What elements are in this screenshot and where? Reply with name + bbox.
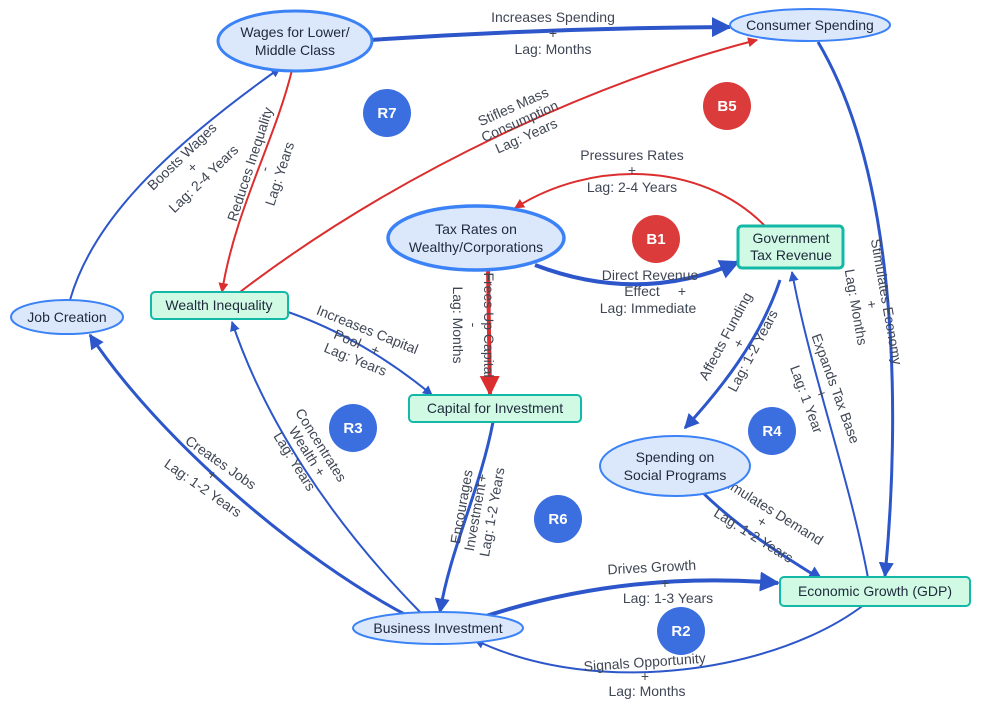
node-gov-tax-revenue[interactable]: Government Tax Revenue bbox=[736, 224, 845, 270]
node-tax-rates[interactable]: Tax Rates on Wealthy/Corporations bbox=[386, 204, 566, 272]
loop-marker-r7: R7 bbox=[363, 89, 411, 137]
edge-frees-up-capital: Frees Up Capital - Lag: Months bbox=[450, 267, 500, 396]
edge-direct-revenue: Direct Revenue Effect + Lag: Immediate bbox=[534, 260, 740, 316]
edge-lag-direct-revenue: Lag: Immediate bbox=[600, 300, 697, 316]
loop-label-b1: B1 bbox=[646, 231, 665, 248]
node-economic-growth[interactable]: Economic Growth (GDP) bbox=[779, 576, 971, 607]
loop-marker-r2: R2 bbox=[657, 607, 705, 655]
loop-marker-r3: R3 bbox=[329, 404, 377, 452]
edge-sign-frees-up: - bbox=[466, 323, 482, 328]
edge-lag-pressures: Lag: 2-4 Years bbox=[587, 179, 677, 195]
loop-label-r7: R7 bbox=[377, 105, 396, 122]
edge-increases-spending: Increases Spending + Lag: Months bbox=[369, 9, 732, 57]
loop-marker-b1: B1 bbox=[632, 215, 680, 263]
node-consumer-label: Consumer Spending bbox=[746, 17, 874, 33]
edge-label-pressures: Pressures Rates bbox=[580, 147, 683, 163]
edge-label-frees-up: Frees Up Capital bbox=[481, 272, 497, 377]
edge-label-increases-spending: Increases Spending bbox=[491, 9, 615, 25]
node-capital-label: Capital for Investment bbox=[427, 400, 563, 416]
loop-label-r4: R4 bbox=[762, 423, 782, 440]
edge-increases-capital: Increases Capital Pool + Lag: Years bbox=[287, 302, 433, 396]
node-social-label-1: Spending on bbox=[636, 449, 715, 465]
loop-label-r2: R2 bbox=[671, 623, 690, 640]
node-wages-label-2: Middle Class bbox=[255, 42, 335, 58]
node-social-label-2: Social Programs bbox=[624, 467, 727, 483]
node-social-programs[interactable]: Spending on Social Programs bbox=[599, 435, 751, 497]
node-wages-label-1: Wages for Lower/ bbox=[240, 24, 349, 40]
edge-stimulates-economy: Stimulates Economy + Lag: Months bbox=[816, 41, 906, 578]
loop-label-r6: R6 bbox=[548, 511, 567, 528]
edge-encourages-investment: Encourages Investment + Lag: 1-2 Years bbox=[434, 421, 508, 614]
node-capital-for-investment[interactable]: Capital for Investment bbox=[408, 394, 582, 423]
node-tax-rates-label-1: Tax Rates on bbox=[435, 221, 517, 237]
loop-marker-b5: B5 bbox=[703, 82, 751, 130]
edge-pressures-rates: Pressures Rates + Lag: 2-4 Years bbox=[514, 147, 766, 227]
edge-sign-drives-growth: + bbox=[661, 575, 669, 591]
node-consumer-spending[interactable]: Consumer Spending bbox=[729, 8, 891, 42]
loop-label-b5: B5 bbox=[717, 98, 736, 115]
edge-sign-pressures: + bbox=[628, 162, 636, 178]
edge-lag-signals: Lag: Months bbox=[608, 683, 685, 699]
edge-label-direct-revenue-1: Direct Revenue bbox=[602, 267, 699, 283]
edge-sign-direct-revenue: + bbox=[678, 283, 686, 299]
edge-creates-jobs: Creates Jobs + Lag: 1-2 Years bbox=[88, 333, 411, 619]
node-tax-rates-label-2: Wealthy/Corporations bbox=[409, 239, 543, 255]
node-wealth-inequality[interactable]: Wealth Inequality bbox=[150, 291, 289, 320]
edge-drives-growth: Drives Growth + Lag: 1-3 Years bbox=[479, 557, 780, 620]
edge-label-direct-revenue-2: Effect bbox=[624, 283, 660, 299]
node-gov-revenue-label-1: Government bbox=[752, 230, 829, 246]
edge-reduces-inequality: Reduces Inequality - Lag: Years bbox=[218, 69, 298, 293]
node-business-label: Business Investment bbox=[373, 620, 502, 636]
edge-sign-encourages: + bbox=[473, 472, 490, 483]
edge-lag-increases-spending: Lag: Months bbox=[514, 41, 591, 57]
node-wages[interactable]: Wages for Lower/ Middle Class bbox=[216, 9, 374, 73]
node-job-creation[interactable]: Job Creation bbox=[10, 299, 124, 335]
edge-lag-frees-up: Lag: Months bbox=[450, 286, 466, 363]
edge-lag-reduces: Lag: Years bbox=[262, 140, 298, 208]
loop-marker-r6: R6 bbox=[534, 495, 582, 543]
edge-sign-stimulates-economy: + bbox=[863, 299, 880, 310]
edge-sign-increases-spending: + bbox=[549, 25, 557, 41]
loop-label-r3: R3 bbox=[343, 420, 362, 437]
node-business-investment[interactable]: Business Investment bbox=[352, 611, 524, 645]
edge-affects-funding: Affects Funding + Lag: 1-2 Years bbox=[683, 279, 782, 430]
edge-concentrates-wealth: Concentrates Wealth + Lag: Years bbox=[230, 321, 421, 613]
edge-sign-reduces: - bbox=[256, 164, 273, 174]
node-wealth-inequality-label: Wealth Inequality bbox=[165, 297, 272, 313]
loop-marker-r4: R4 bbox=[748, 407, 796, 455]
edge-label-drives-growth: Drives Growth bbox=[607, 557, 696, 578]
node-job-creation-label: Job Creation bbox=[27, 309, 106, 325]
edge-lag-drives-growth: Lag: 1-3 Years bbox=[623, 590, 713, 606]
node-gov-revenue-label-2: Tax Revenue bbox=[750, 247, 832, 263]
node-gdp-label: Economic Growth (GDP) bbox=[798, 583, 952, 599]
edge-sign-signals: + bbox=[641, 668, 649, 684]
